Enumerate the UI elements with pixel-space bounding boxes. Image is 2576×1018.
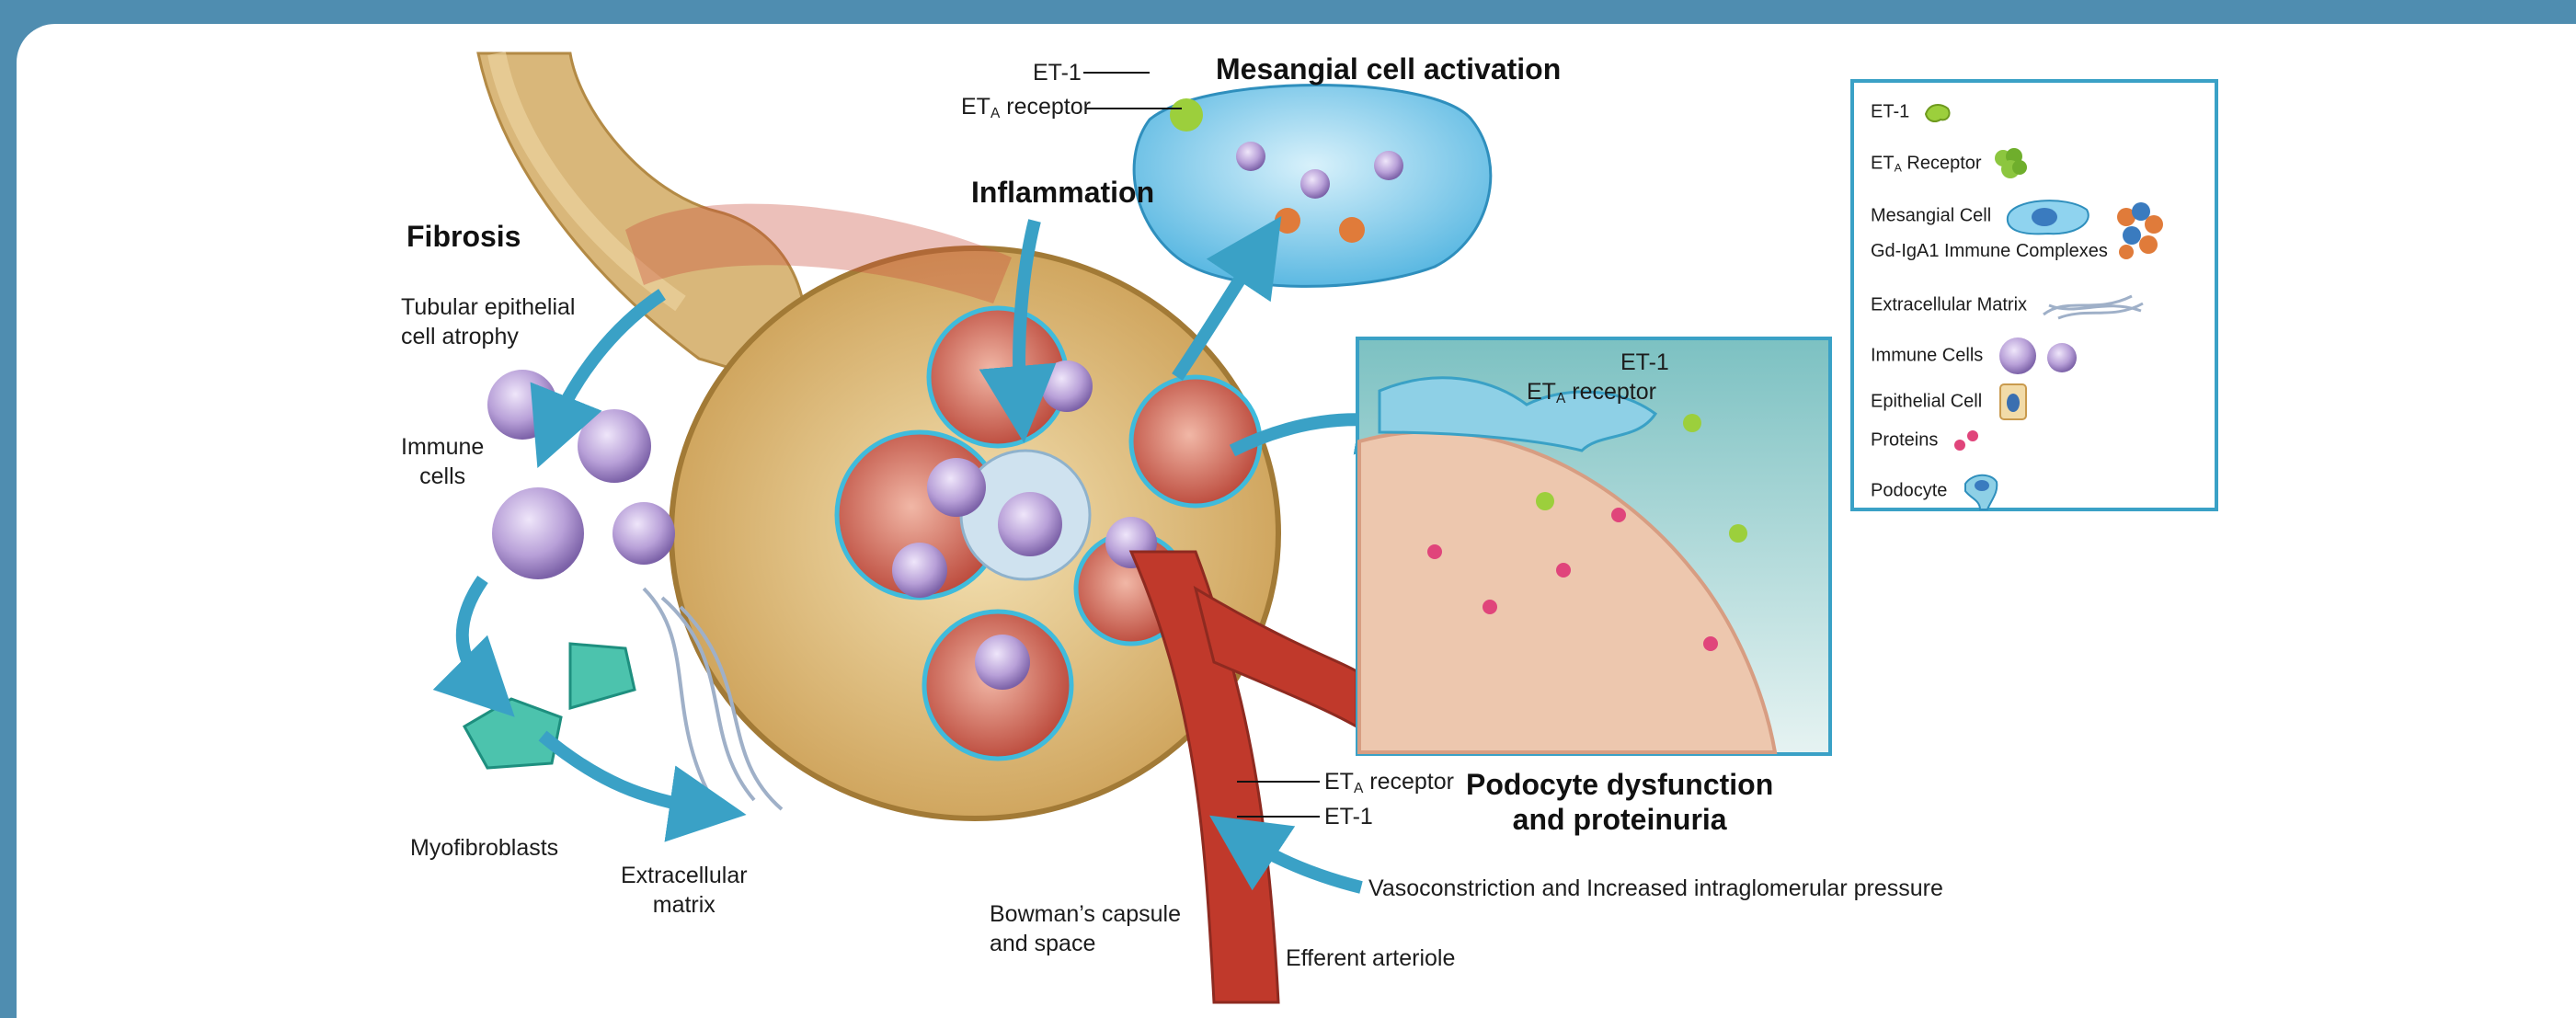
arrow-myofibroblast-to-ecm <box>543 736 708 809</box>
legend-item-proteins: Proteins <box>1871 427 1982 454</box>
proteins-icon <box>1951 427 1982 454</box>
eta-receptor-icon <box>1992 145 2029 182</box>
myofibroblasts-label: Myofibroblasts <box>410 833 558 863</box>
eta-receptor-label-top: ETA receptor <box>961 92 1091 129</box>
immune-cells-label: Immune cells <box>401 432 484 491</box>
extracellular-matrix-label: Extracellular matrix <box>621 861 748 920</box>
legend-item-mesangial-cell: Mesangial Cell <box>1871 193 2094 239</box>
efferent-arteriole-label: Efferent arteriole <box>1286 944 1455 973</box>
mesangial-cell-icon <box>2002 193 2094 239</box>
fibrosis-title: Fibrosis <box>406 219 521 254</box>
extracellular-matrix-icon <box>2040 287 2150 324</box>
podocyte-icon <box>1960 471 2002 511</box>
arrow-immune-to-myofibroblast <box>463 579 487 690</box>
legend: ET-1 ETA Receptor Mesangial Cell Gd-IgA1… <box>1850 79 2218 511</box>
mesangial-cell-activation-graphic <box>1134 86 1491 287</box>
legend-item-et1: ET-1 <box>1871 99 1953 125</box>
legend-item-podocyte: Podocyte <box>1871 471 2002 511</box>
bowmans-capsule-label: Bowman’s capsule and space <box>990 899 1181 958</box>
inflammation-title: Inflammation <box>971 175 1154 210</box>
et1-label-top: ET-1 <box>1033 58 1082 87</box>
epithelial-cell-icon <box>1995 381 2032 423</box>
et1-molecule-icon <box>1922 99 1953 125</box>
eta-receptor-label-bottom: ETA receptor <box>1324 767 1454 804</box>
inset-eta-receptor-label: ETA receptor <box>1527 377 1656 414</box>
podocyte-dysfunction-title: Podocyte dysfunction and proteinuria <box>1466 767 1773 837</box>
legend-item-extracellular-matrix: Extracellular Matrix <box>1871 287 2150 324</box>
legend-item-eta-receptor: ETA Receptor <box>1871 145 2029 182</box>
legend-item-epithelial-cell: Epithelial Cell <box>1871 381 2032 423</box>
legend-item-immune-cells: Immune Cells <box>1871 333 2088 379</box>
immune-complex-icon <box>2113 200 2169 265</box>
legend-item-immune-complexes: Gd-IgA1 Immune Complexes <box>1871 241 2108 262</box>
inset-et1-label: ET-1 <box>1620 348 1669 377</box>
immune-cells-icon <box>1996 333 2088 379</box>
vasoconstriction-label: Vasoconstriction and Increased intraglom… <box>1368 874 1943 903</box>
tubular-atrophy-label: Tubular epithelial cell atrophy <box>401 292 575 351</box>
mesangial-activation-title: Mesangial cell activation <box>1216 51 1561 86</box>
et1-label-bottom: ET-1 <box>1324 802 1373 831</box>
